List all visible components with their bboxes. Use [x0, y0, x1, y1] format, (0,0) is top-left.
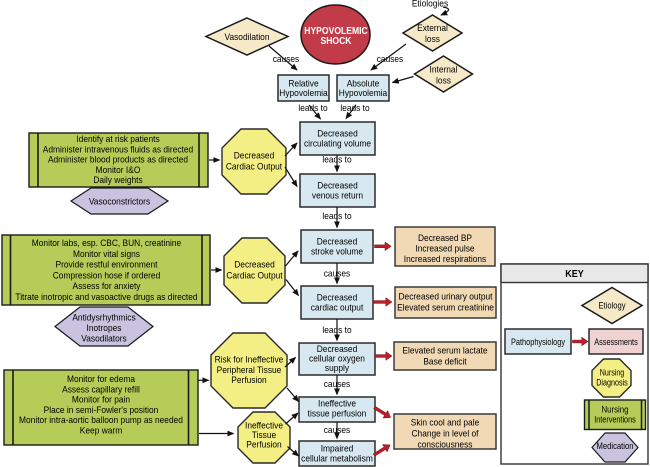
- svg-text:Decreased: Decreased: [317, 344, 358, 355]
- svg-text:cellular metabolism: cellular metabolism: [301, 453, 373, 464]
- svg-text:Antidysrhythmics: Antidysrhythmics: [72, 313, 136, 324]
- svg-text:Monitor vital signs: Monitor vital signs: [73, 249, 140, 260]
- svg-text:Daily weights: Daily weights: [93, 175, 143, 186]
- svg-text:Hypovolemia: Hypovolemia: [339, 88, 388, 99]
- svg-text:Cardiac Output: Cardiac Output: [226, 271, 283, 282]
- svg-text:leads to: leads to: [340, 103, 369, 114]
- svg-text:circulating volume: circulating volume: [304, 139, 371, 150]
- svg-text:Medication: Medication: [597, 441, 634, 451]
- svg-text:supply: supply: [325, 363, 349, 374]
- svg-text:causes: causes: [377, 54, 404, 65]
- svg-text:Vasodilators: Vasodilators: [81, 334, 127, 345]
- svg-text:Monitor I&O: Monitor I&O: [96, 165, 141, 176]
- svg-text:Internal: Internal: [430, 65, 458, 76]
- svg-text:HYPOVOLEMIC: HYPOVOLEMIC: [304, 26, 368, 37]
- svg-text:Increased respirations: Increased respirations: [404, 254, 487, 265]
- svg-text:Vasodilation: Vasodilation: [225, 32, 270, 43]
- svg-text:Relative: Relative: [288, 78, 318, 89]
- svg-text:leads to: leads to: [298, 103, 327, 114]
- svg-text:Etiologies: Etiologies: [412, 0, 449, 10]
- svg-text:Decreased: Decreased: [317, 180, 358, 191]
- svg-text:Change in level of: Change in level of: [412, 429, 479, 440]
- svg-text:Pathophysiology: Pathophysiology: [511, 337, 565, 348]
- svg-text:venous return: venous return: [312, 191, 363, 202]
- svg-text:Decreased: Decreased: [317, 128, 358, 139]
- svg-text:Interventions: Interventions: [594, 415, 636, 425]
- svg-text:stroke volume: stroke volume: [311, 247, 363, 258]
- svg-text:Decreased: Decreased: [317, 236, 358, 247]
- svg-text:Place in semi-Fowler's positio: Place in semi-Fowler's position: [44, 405, 159, 416]
- svg-text:Tissue: Tissue: [252, 430, 276, 441]
- svg-text:Decreased urinary output: Decreased urinary output: [399, 292, 493, 303]
- svg-text:Titrate inotropic and vasoacti: Titrate inotropic and vasoactive drugs a…: [15, 292, 197, 303]
- svg-text:Hypovolemia: Hypovolemia: [279, 88, 328, 99]
- svg-text:Nursing: Nursing: [602, 405, 629, 415]
- svg-text:Keep warm: Keep warm: [80, 426, 122, 437]
- svg-text:Decreased: Decreased: [234, 151, 275, 162]
- svg-text:Base deficit: Base deficit: [423, 357, 467, 368]
- svg-text:Monitor intra-aortic balloon p: Monitor intra-aortic balloon pump as nee…: [19, 415, 183, 426]
- svg-text:causes: causes: [273, 54, 300, 65]
- svg-text:Compression hose if ordered: Compression hose if ordered: [53, 270, 161, 281]
- svg-text:tissue perfusion: tissue perfusion: [308, 408, 367, 419]
- svg-text:Decreased: Decreased: [317, 292, 358, 303]
- svg-text:Vasoconstrictors: Vasoconstrictors: [89, 197, 151, 208]
- svg-text:Cardiac Output: Cardiac Output: [226, 162, 283, 173]
- svg-text:Administer blood products as d: Administer blood products as directed: [48, 155, 188, 166]
- svg-text:Identify at risk patients: Identify at risk patients: [76, 134, 160, 145]
- svg-text:SHOCK: SHOCK: [321, 36, 352, 47]
- svg-text:Ineffective: Ineffective: [245, 420, 283, 431]
- svg-text:Inotropes: Inotropes: [87, 323, 122, 334]
- svg-text:Perfusion: Perfusion: [231, 375, 266, 386]
- svg-text:KEY: KEY: [565, 269, 584, 280]
- svg-text:Perfusion: Perfusion: [246, 439, 281, 450]
- svg-text:cardiac output: cardiac output: [311, 303, 364, 314]
- svg-text:Etiology: Etiology: [599, 301, 626, 312]
- svg-text:Elevated serum creatinine: Elevated serum creatinine: [397, 303, 494, 314]
- svg-text:Monitor for pain: Monitor for pain: [72, 395, 130, 406]
- svg-text:Increased pulse: Increased pulse: [415, 244, 474, 255]
- svg-text:loss: loss: [436, 76, 451, 87]
- svg-text:consciousness: consciousness: [418, 440, 473, 451]
- svg-text:Risk for Ineffective: Risk for Ineffective: [215, 355, 284, 366]
- svg-text:Elevated serum lactate: Elevated serum lactate: [402, 346, 487, 357]
- svg-text:External: External: [417, 23, 448, 34]
- svg-text:Monitor for edema: Monitor for edema: [67, 374, 136, 385]
- svg-text:Decreased BP: Decreased BP: [418, 233, 472, 244]
- svg-text:loss: loss: [425, 34, 440, 45]
- svg-text:Provide restful environment: Provide restful environment: [56, 260, 158, 271]
- svg-text:Decreased: Decreased: [234, 260, 275, 271]
- svg-text:Peripheral Tissue: Peripheral Tissue: [217, 365, 282, 376]
- svg-text:Monitor labs, esp. CBC, BUN, c: Monitor labs, esp. CBC, BUN, creatinine: [32, 238, 181, 249]
- svg-text:Impaired: Impaired: [321, 443, 354, 454]
- svg-text:Assess for anxiety: Assess for anxiety: [73, 281, 141, 292]
- svg-text:Assessments: Assessments: [594, 337, 638, 348]
- svg-text:Ineffective: Ineffective: [318, 398, 356, 409]
- svg-text:Assess capillary refill: Assess capillary refill: [62, 384, 140, 395]
- svg-text:Nursing: Nursing: [600, 368, 625, 378]
- svg-text:Diagnosis: Diagnosis: [596, 378, 628, 388]
- svg-text:cellular oxygen: cellular oxygen: [309, 354, 365, 365]
- svg-text:Skin cool and pale: Skin cool and pale: [411, 418, 480, 429]
- svg-text:Administer intravenous fluids: Administer intravenous fluids as directe…: [43, 144, 193, 155]
- svg-text:Absolute: Absolute: [347, 78, 380, 89]
